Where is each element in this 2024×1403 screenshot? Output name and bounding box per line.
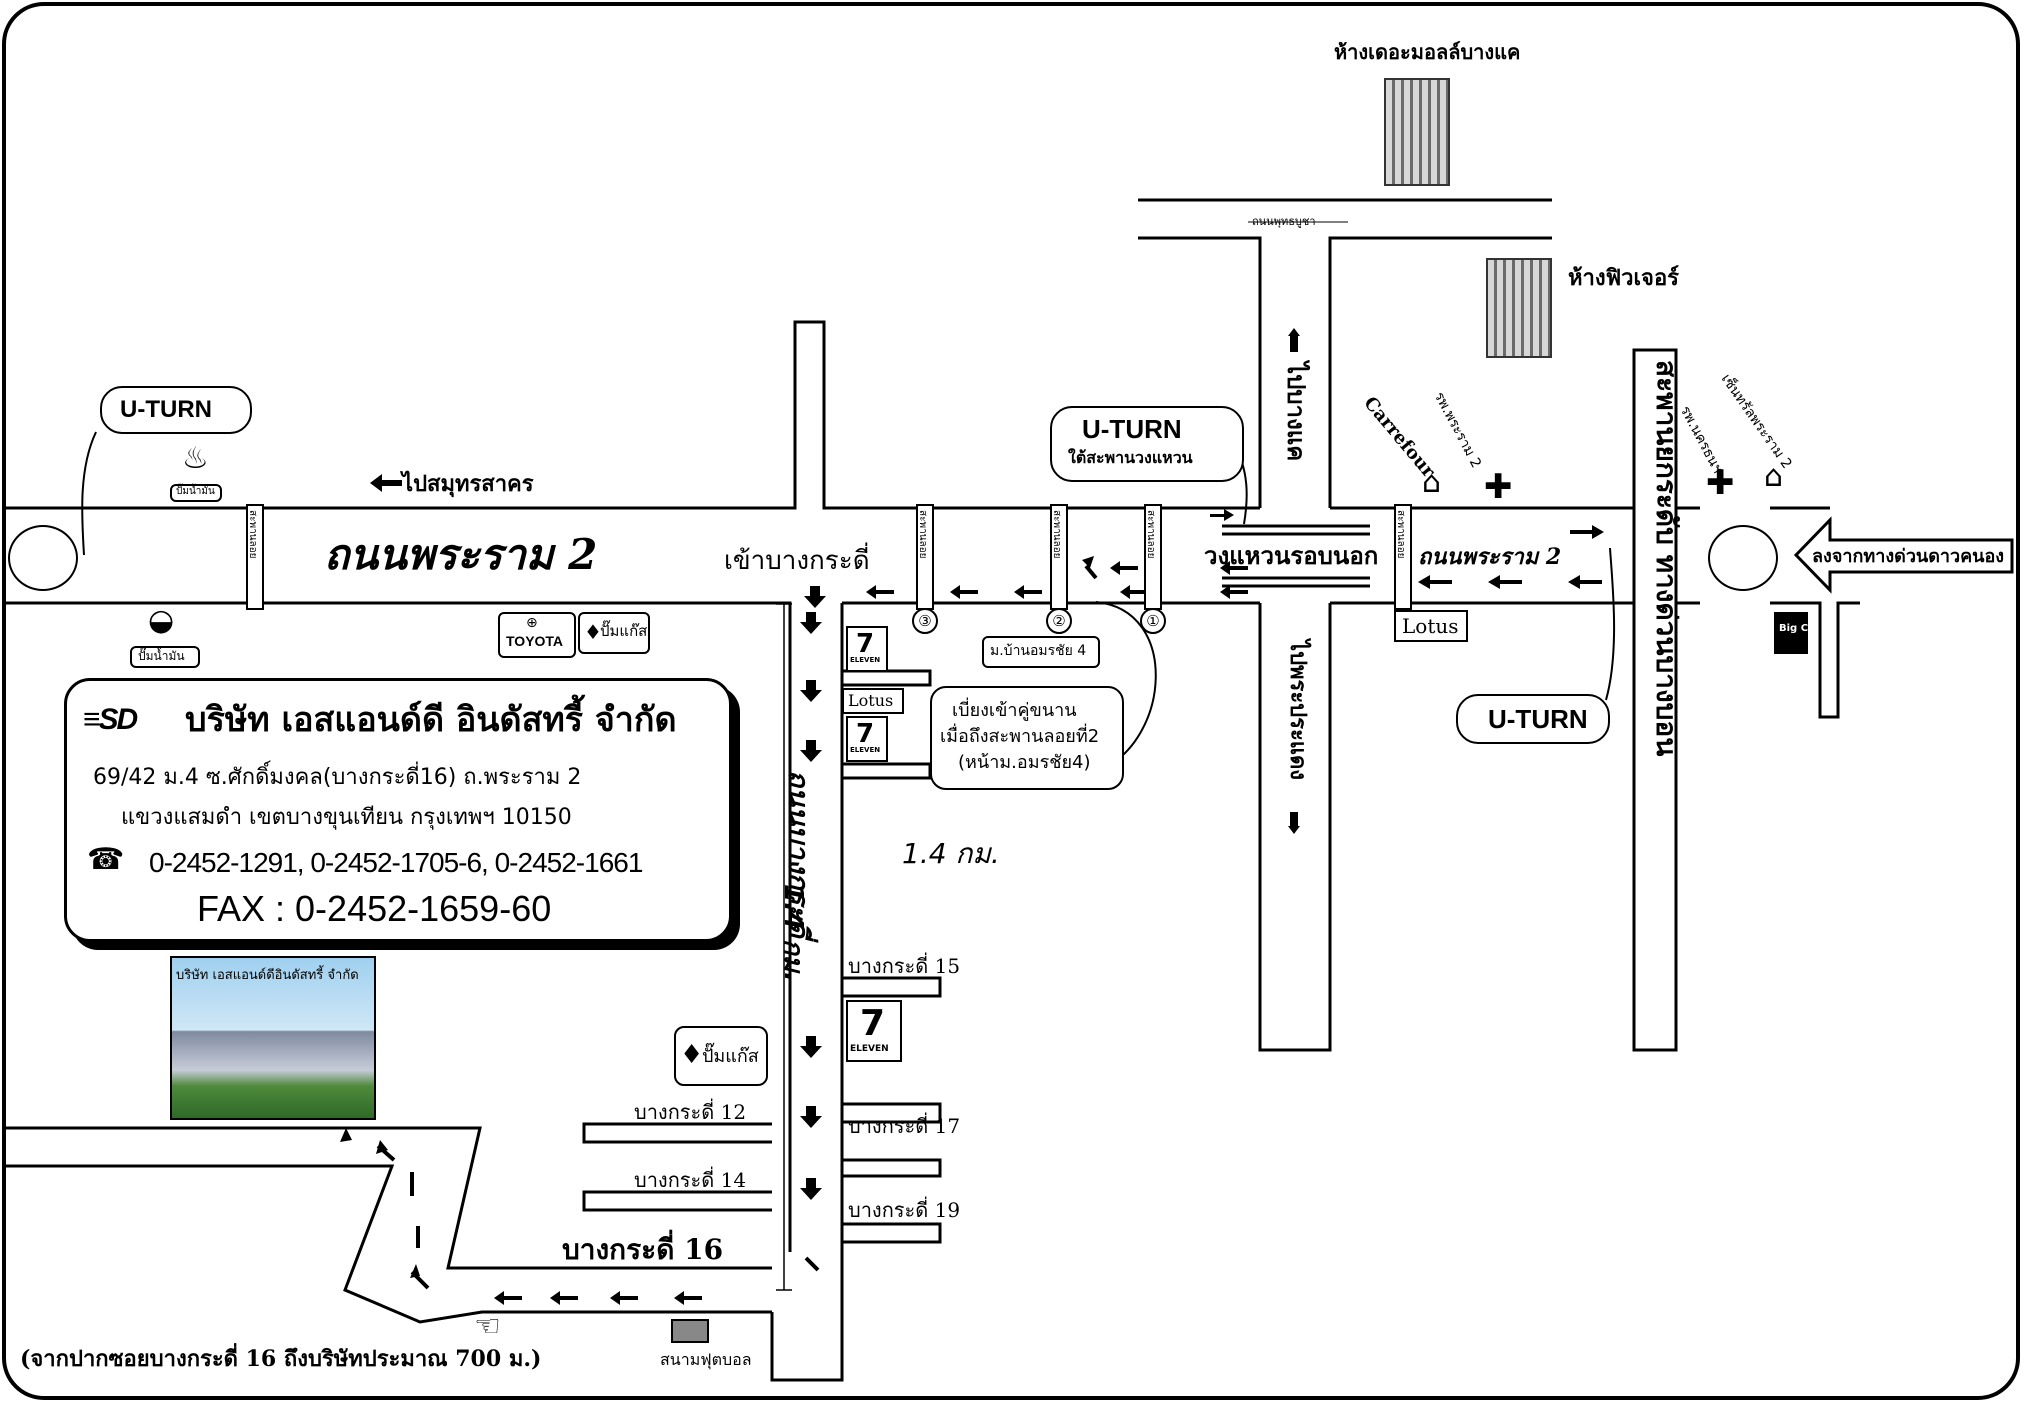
future-label: ห้างฟิวเจอร์ xyxy=(1568,266,1679,291)
soi-19-label: บางกระดี่ 19 xyxy=(848,1198,961,1222)
gas-station2-label: ปั๊มแก๊ส xyxy=(702,1046,759,1067)
footbridge-west: สะพานลอย xyxy=(246,504,264,610)
to-bangkok-label: ไปบางแค xyxy=(1282,362,1310,462)
company-logo-icon: ≡SD xyxy=(83,703,138,736)
uturn-left-label: U-TURN xyxy=(120,396,212,423)
ring-road-label: วงแหวนรอบนอก xyxy=(1204,542,1379,570)
hospital-cross-icon: ✚ xyxy=(1484,467,1513,507)
footbridge-3: สะพานลอย xyxy=(916,504,934,610)
lotus-soi-label: Lotus xyxy=(848,691,894,710)
hospital-nakhon-cross-icon: ✚ xyxy=(1706,463,1735,503)
gas-station1-label: ปั๊มแก๊ส xyxy=(600,622,648,640)
distance-label: 1.4 กม. xyxy=(902,837,1000,870)
football-field-label: สนามฟุตบอล xyxy=(660,1350,752,1369)
future-building-icon xyxy=(1486,258,1552,358)
expressway-exit-arrow xyxy=(1793,516,2014,594)
hand-pointer-icon: ☜ xyxy=(474,1309,501,1344)
toyota-box: ⊕ TOYOTA xyxy=(498,612,576,658)
bangkradi-east-edge xyxy=(770,603,844,1382)
uturn-middle-label: U-TURN xyxy=(1082,414,1182,444)
uturn-callout-right: U-TURN xyxy=(1456,694,1610,744)
company-address-line1: 69/42 ม.4 ซ.ศักดิ์มงคล(บางกระดี่16) ถ.พร… xyxy=(93,765,582,790)
company-building-photo: บริษัท เอสแอนด์ดีอินดัสทรี้ จำกัด xyxy=(170,956,376,1120)
rama2-south-edge-west xyxy=(6,601,792,1252)
from-expressway-label: ลงจากทางด่วนดาวคนอง xyxy=(1812,546,2005,567)
distance-vertical-label: 1.4 กม. xyxy=(778,884,808,982)
lotus-main-box: Lotus xyxy=(1394,610,1468,642)
toyota-label: TOYOTA xyxy=(506,633,564,649)
note-line3: (หน้าม.อมรชัย4) xyxy=(958,752,1091,773)
rama2-east-road-label: ถนนพระราม 2 xyxy=(1418,544,1562,570)
shell-station-box: ปั๊มน้ำมัน xyxy=(130,646,200,668)
gas-flame1-icon: ♦ xyxy=(584,620,602,644)
gas-station1-box: ♦ ปั๊มแก๊ส xyxy=(578,612,650,654)
top-road-label: ถนนพุทธบูชา xyxy=(1252,215,1316,228)
expressway-band xyxy=(1632,348,1678,1052)
carrefour-building-icon: ⌂ xyxy=(1422,465,1442,500)
uturn-middle-sub: ใต้สะพานวงแหวน xyxy=(1068,448,1193,467)
shell-station-label: ปั๊มน้ำมัน xyxy=(138,649,185,663)
shell-station-icon: ◒ xyxy=(148,603,175,638)
gas-flame2-icon: ♦ xyxy=(680,1040,704,1070)
road-outlines xyxy=(6,198,1860,1382)
village-box: ม.บ้านอมรชัย 4 xyxy=(982,636,1100,668)
lotus-main-label: Lotus xyxy=(1402,614,1459,638)
the-mall-label: ห้างเดอะมอลล์บางแค xyxy=(1334,40,1521,64)
bridge-num-2: ② xyxy=(1046,608,1072,634)
note-line1: เบี่ยงเข้าคู่ขนาน xyxy=(952,700,1077,721)
soi-17-label: บางกระดี่ 17 xyxy=(848,1114,961,1138)
ring-road-west-north xyxy=(1138,236,1262,508)
expressway-label: สะพานยกระดับ ทางด่วนบางบอน xyxy=(1650,360,1683,757)
direction-arrows xyxy=(340,328,1604,1305)
distance-from-soi-label: (จากปากซอยบางกระดี่ 16 ถึงบริษัทประมาณ 7… xyxy=(20,1346,542,1372)
ptt-station-box: ปั๊มน้ำมัน xyxy=(170,484,222,502)
footbridge-2: สะพานลอย xyxy=(1050,504,1068,610)
photo-caption: บริษัท เอสแอนด์ดีอินดัสทรี้ จำกัด xyxy=(176,968,359,983)
footbridge-lotus: สะพานลอย xyxy=(1394,504,1412,610)
to-phra-pradaeng-label: ไปพระประแดง xyxy=(1285,640,1310,780)
ring-road-south xyxy=(1258,603,1332,1052)
company-address-line2: แขวงแสมดำ เขตบางขุนเทียน กรุงเทพฯ 10150 xyxy=(121,805,572,830)
enter-bangkradi-label: เข้าบางกระดี่ xyxy=(724,546,870,576)
soi-12-label: บางกระดี่ 12 xyxy=(634,1100,747,1124)
uturn-roundabout-left-icon xyxy=(8,525,78,591)
central-building-icon: ⌂ xyxy=(1764,459,1784,494)
soi-15-label: บางกระดี่ 15 xyxy=(848,954,961,978)
big-c-icon: Big C xyxy=(1774,612,1808,654)
company-info-card: ≡SD บริษัท เอสแอนด์ดี อินดัสทรี้ จำกัด 6… xyxy=(64,678,732,942)
ptt-station-label: ปั๊มน้ำมัน xyxy=(176,486,215,497)
ptt-station-icon: ♨ xyxy=(182,441,209,476)
bridge-num-1: ① xyxy=(1140,608,1166,634)
the-mall-building-icon xyxy=(1384,78,1450,186)
uturn-right-label: U-TURN xyxy=(1488,704,1588,734)
phone-icon: ☎ xyxy=(87,842,125,877)
bridge-num-3: ③ xyxy=(912,608,938,634)
soi-14-label: บางกระดี่ 14 xyxy=(634,1168,747,1192)
company-fax: FAX : 0-2452-1659-60 xyxy=(197,888,552,929)
distance-marker xyxy=(776,603,792,1291)
football-field-icon xyxy=(671,1319,709,1343)
company-name: บริษัท เอสแอนด์ดี อินดัสทรี้ จำกัด xyxy=(185,700,677,740)
rama2-north-edge-west xyxy=(6,320,1260,510)
footbridge-1: สะพานลอย xyxy=(1144,504,1162,610)
uturn-callout-left: U-TURN xyxy=(100,386,252,434)
to-samut-sakhon-label: ไปสมุทรสาคร xyxy=(402,472,534,497)
company-phones: 0-2452-1291, 0-2452-1705-6, 0-2452-1661 xyxy=(149,847,643,878)
gas-station2-box: ♦ ปั๊มแก๊ส xyxy=(674,1026,768,1086)
uturn-roundabout-right-icon xyxy=(1708,525,1778,591)
lotus-soi-box: Lotus xyxy=(842,688,904,714)
rama2-road-label: ถนนพระราม 2 xyxy=(324,530,598,579)
note-callout: เบี่ยงเข้าคู่ขนาน เมื่อถึงสะพานลอยที่2 (… xyxy=(930,686,1124,790)
toyota-logo-icon: ⊕ xyxy=(526,615,538,631)
uturn-callout-middle: U-TURN ใต้สะพานวงแหวน xyxy=(1050,406,1244,482)
village-label: ม.บ้านอมรชัย 4 xyxy=(990,643,1087,659)
note-line2: เมื่อถึงสะพานลอยที่2 xyxy=(940,726,1100,747)
soi-16-label: บางกระดี่ 16 xyxy=(562,1233,724,1266)
